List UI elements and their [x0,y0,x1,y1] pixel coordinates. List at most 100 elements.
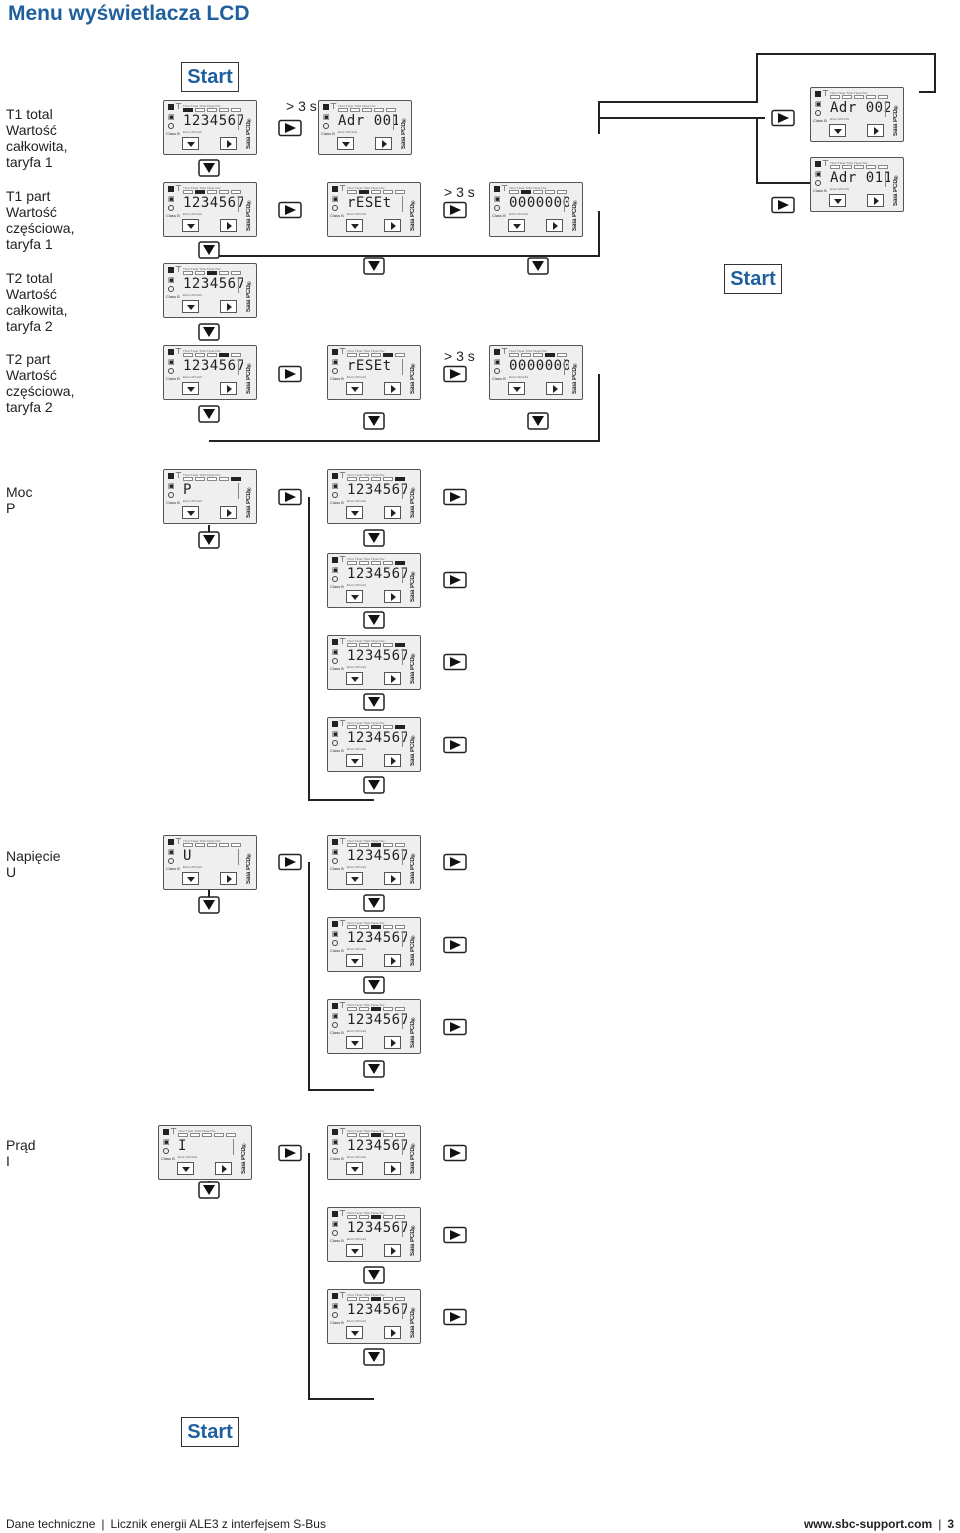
unit-indicator [402,483,408,499]
led-icon [332,1022,338,1028]
down-button[interactable] [346,872,363,885]
down-button[interactable] [346,754,363,767]
arrow-down-icon [198,1181,220,1199]
hold-duration-label: > 3 s [444,348,475,364]
tariff-indicator [371,1297,381,1301]
down-button[interactable] [346,672,363,685]
right-button[interactable] [384,872,401,885]
tariff-cells [347,1215,405,1219]
arrow-down-icon [363,611,385,629]
right-button[interactable] [384,219,401,232]
tariff-icon [323,104,329,110]
down-button[interactable] [346,590,363,603]
right-button[interactable] [215,1162,232,1175]
right-button[interactable] [384,1326,401,1339]
right-button[interactable] [546,382,563,395]
right-button[interactable] [384,1036,401,1049]
right-button[interactable] [384,754,401,767]
footer-site[interactable]: www.sbc-support.com [803,1517,933,1531]
right-button[interactable] [867,124,884,137]
right-button[interactable] [384,382,401,395]
accuracy-class: Class B [813,188,827,193]
flow-connector [308,862,374,1091]
start-box: Start [181,62,239,92]
right-button[interactable] [384,672,401,685]
right-button[interactable] [384,954,401,967]
antenna-icon: ⊤ [175,265,182,274]
antenna-icon: ⊤ [330,102,337,111]
down-button[interactable] [346,954,363,967]
antenna-icon: ⊤ [339,837,346,846]
right-button[interactable] [220,137,237,150]
tariff-indicator [350,108,360,112]
tariff-labels: T1tot T1par T2tot T2par Pwr [347,1129,385,1133]
unit-indicator [402,359,408,375]
tariff-indicator [383,1215,393,1219]
down-button[interactable] [829,124,846,137]
tariff-icon [332,721,338,727]
right-button[interactable] [384,506,401,519]
right-button[interactable] [220,300,237,313]
row-label-line: całkowita, [6,302,68,318]
meter-icon: ▣ [494,196,501,203]
start-box: Start [181,1417,239,1447]
down-button[interactable] [346,1036,363,1049]
down-button[interactable] [182,219,199,232]
status-labels: Error U/O kJ/s [347,1155,367,1159]
down-button[interactable] [508,382,525,395]
tariff-indicator [195,477,205,481]
down-button[interactable] [182,137,199,150]
down-button[interactable] [182,506,199,519]
right-button[interactable] [384,590,401,603]
status-labels: Error U/O kJ/s [347,583,367,587]
down-button[interactable] [829,194,846,207]
meter-icon: ▣ [332,196,339,203]
meter-icon: ▣ [168,483,175,490]
unit-indicator [885,171,891,187]
tariff-icon [332,1129,338,1135]
right-button[interactable] [220,382,237,395]
brand-label: Saia PCD® [246,198,252,231]
down-button[interactable] [508,219,525,232]
tariff-icon [168,349,174,355]
lcd-reading: 1234567 [347,848,407,864]
right-button[interactable] [375,137,392,150]
right-button[interactable] [867,194,884,207]
tariff-icon [168,267,174,273]
tariff-indicator [395,643,405,647]
down-button[interactable] [182,382,199,395]
right-button[interactable] [220,872,237,885]
brand-label: Saia PCD® [893,173,899,206]
down-button[interactable] [346,1162,363,1175]
down-button[interactable] [346,506,363,519]
down-button[interactable] [346,382,363,395]
down-button[interactable] [346,1326,363,1339]
down-button[interactable] [346,1244,363,1257]
down-button[interactable] [346,219,363,232]
right-button[interactable] [546,219,563,232]
right-button[interactable] [220,219,237,232]
right-button[interactable] [220,506,237,519]
meter-icon: ▣ [332,1013,339,1020]
down-button[interactable] [177,1162,194,1175]
antenna-icon: ⊤ [339,1001,346,1010]
unit-indicator [564,196,570,212]
row-label-line: Napięcie [6,848,61,864]
down-button[interactable] [182,300,199,313]
led-icon [332,1148,338,1154]
tariff-indicator [195,843,205,847]
right-button[interactable] [384,1162,401,1175]
down-button[interactable] [182,872,199,885]
right-button[interactable] [384,1244,401,1257]
down-button[interactable] [337,137,354,150]
tariff-indicator [395,843,405,847]
tariff-indicator [207,843,217,847]
tariff-cells [347,353,405,357]
accuracy-class: Class B [330,500,344,505]
led-icon [332,368,338,374]
